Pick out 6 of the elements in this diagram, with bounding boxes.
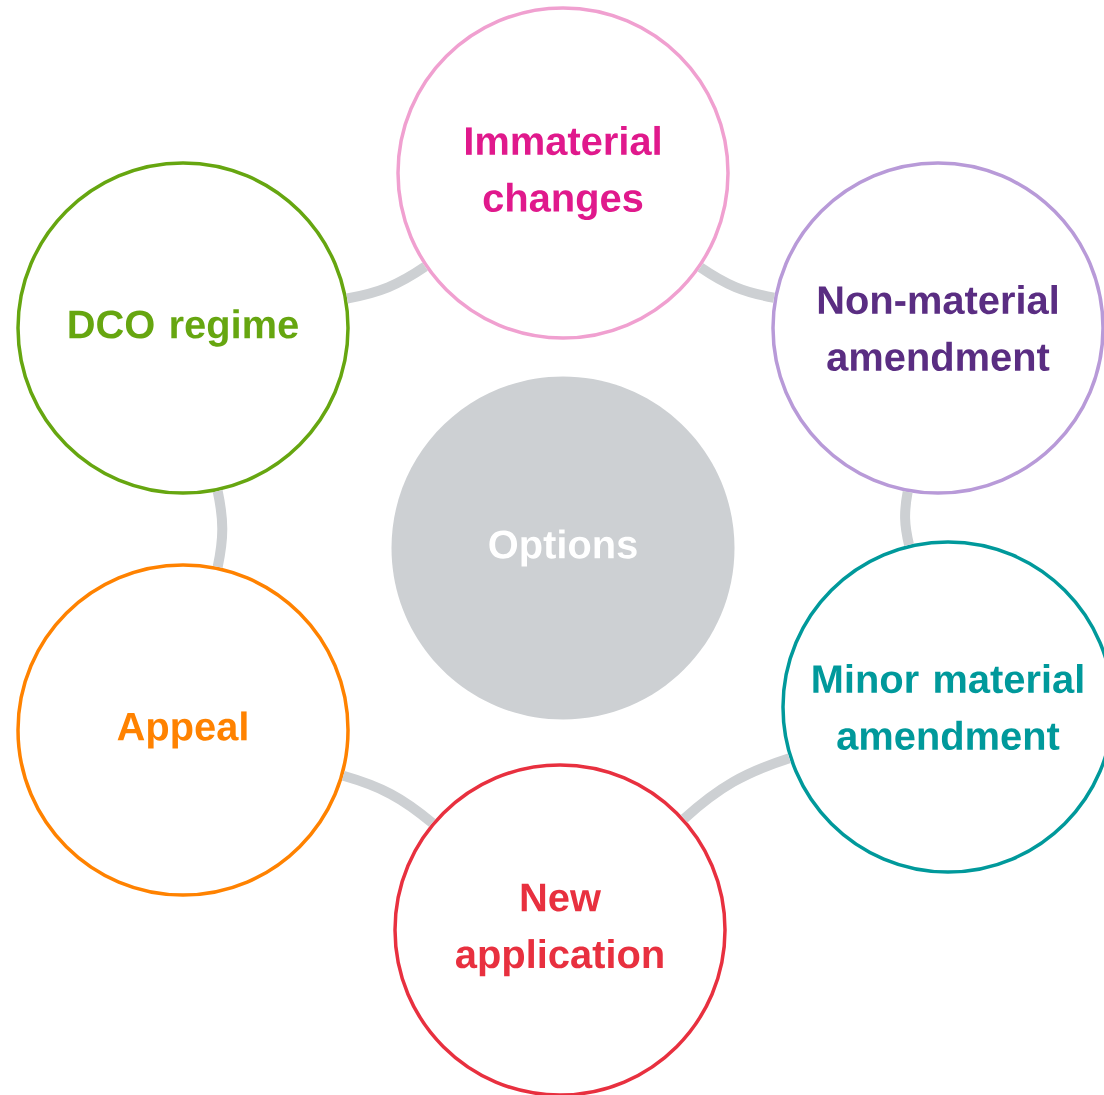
ring-connector bbox=[697, 263, 775, 303]
ring-connector bbox=[680, 753, 791, 823]
ring-connector bbox=[346, 262, 428, 304]
ring-connector bbox=[900, 491, 914, 546]
ring-connector bbox=[212, 490, 228, 568]
ring-connector bbox=[341, 771, 436, 827]
